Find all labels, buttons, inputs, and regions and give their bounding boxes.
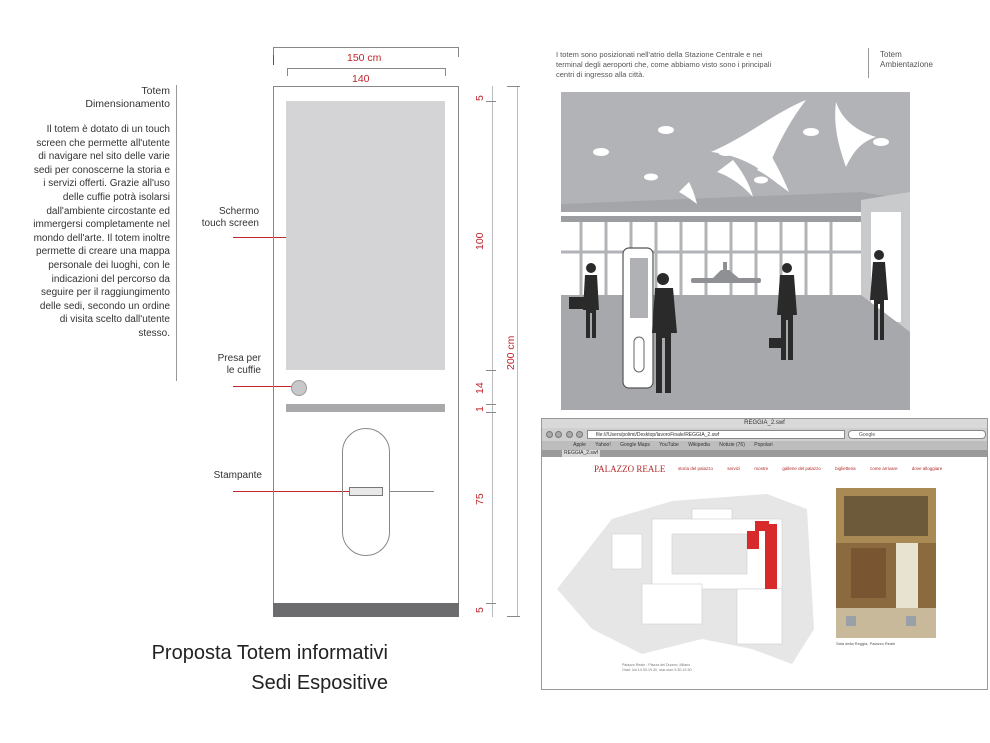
tab-bar	[542, 450, 987, 457]
description-divider	[176, 85, 177, 381]
dim-printer-zone: 75	[474, 493, 486, 505]
bookmark-item[interactable]: Notizie (76)	[719, 442, 745, 448]
printer-leader-line	[233, 491, 363, 492]
bookmark-item[interactable]: Google Maps	[620, 442, 650, 448]
bookmark-item[interactable]: Popolari	[754, 442, 773, 448]
dim-tick-4	[486, 412, 496, 413]
totem-base	[273, 603, 459, 617]
site-nav-item[interactable]: gallerie del palazzo	[782, 466, 821, 471]
dim-tick-3	[486, 404, 496, 405]
site-footer-line-1: Palazzo Reale - Piazza del Duomo, Milano	[622, 663, 691, 667]
dim-outer-tick-right	[458, 47, 459, 57]
printer-callout: Stampante	[213, 470, 262, 481]
bookmark-item[interactable]: YouTube	[659, 442, 679, 448]
site-footer: Palazzo Reale - Piazza del Duomo, Milano…	[622, 663, 692, 673]
ambient-tag-line-1: Totem	[880, 50, 902, 59]
headphones-callout-line-1: Presa per	[217, 353, 261, 364]
dim-outer-width: 150 cm	[347, 52, 382, 64]
headphones-leader-line	[233, 386, 293, 387]
screen-callout-line-2: touch screen	[201, 218, 259, 229]
screen-callout-line-1: Schermo	[218, 206, 259, 217]
site-nav-item[interactable]: servizi	[727, 466, 741, 471]
headphone-jack-icon	[291, 380, 307, 396]
site-nav-item[interactable]: dove alloggiare	[911, 466, 943, 471]
site-logo[interactable]: PALAZZO REALE	[594, 464, 666, 474]
site-footer-line-2: Orari: lun 14.30-19.30, mar-dom 9.30-19.…	[622, 668, 692, 672]
dim-inner-left	[287, 68, 288, 76]
description-heading: Totem Dimensionamento	[30, 85, 170, 111]
heading-line-2: Dimensionamento	[85, 98, 170, 110]
browser-window: REGGIA_2.swf file:///Users/polimi/Deskto…	[541, 418, 988, 690]
dim-outer-left	[273, 47, 274, 55]
screen-callout: Schermo touch screen	[178, 206, 259, 230]
dim-tick-5	[486, 603, 496, 604]
dim-tick-2	[486, 370, 496, 371]
url-field[interactable]: file:///Users/polimi/Desktop/lavoroFinal…	[587, 430, 845, 439]
tab-reggia[interactable]: REGGIA_2.swf	[562, 450, 600, 457]
ambient-intro-text: I totem sono posizionati nell'atrio dell…	[556, 50, 772, 79]
dim-inner-line	[287, 68, 446, 69]
room-photo	[836, 488, 936, 638]
description-text: Il totem è dotato di un touch screen che…	[33, 124, 170, 339]
dim-bar-zone: 1	[474, 406, 486, 412]
dim-vertical-inner	[492, 86, 493, 617]
ambient-tag: Totem Ambientazione	[880, 50, 933, 70]
printer-housing	[342, 428, 390, 556]
dim-inner-width: 140	[352, 73, 370, 85]
dim-screen-height: 100	[474, 232, 486, 250]
site-nav-item[interactable]: biglietteria	[835, 466, 856, 471]
printer-side-line	[390, 491, 434, 492]
ambient-illustration	[561, 92, 910, 410]
dim-top-margin: 5	[474, 95, 486, 101]
station-scene-image	[561, 92, 910, 410]
headphones-callout: Presa per le cuffie	[178, 353, 261, 377]
dim-vertical-outer	[517, 86, 518, 617]
dim-base-zone: 5	[474, 607, 486, 613]
site-nav-item[interactable]: storia del palazzo	[678, 466, 714, 471]
site-navigation: storia del palazzo servizi mostre galler…	[678, 466, 955, 471]
bookmark-item[interactable]: Apple	[573, 442, 586, 448]
bookmarks-bar: Apple Yahoo! Google Maps YouTube Wikiped…	[542, 441, 987, 450]
dim-outer-bottom-tick	[507, 616, 520, 617]
browser-title-bar: REGGIA_2.swf	[542, 419, 987, 428]
dim-outer-tick-left	[273, 55, 274, 65]
dim-outer-line	[273, 47, 459, 48]
heading-line-1: Totem	[141, 85, 170, 97]
separator-bar	[286, 404, 445, 412]
forward-icon[interactable]	[555, 431, 562, 438]
bookmark-item[interactable]: Yahoo!	[595, 442, 611, 448]
dim-jack-zone: 14	[474, 382, 486, 394]
touch-screen	[286, 101, 445, 370]
site-nav-item[interactable]: come arrivare	[869, 466, 898, 471]
bookmark-item[interactable]: Wikipedia	[688, 442, 710, 448]
proposal-title-line-2: Sedi Espositive	[251, 672, 388, 694]
ambient-tag-line-2: Ambientazione	[880, 60, 933, 69]
proposal-title: Proposta Totem informativi Sedi Espositi…	[112, 638, 388, 698]
dim-total-height: 200 cm	[505, 335, 517, 370]
palace-floor-plan[interactable]	[552, 479, 837, 669]
site-nav-item[interactable]: mostre	[754, 466, 769, 471]
dim-inner-right	[445, 68, 446, 76]
description-block: Totem Dimensionamento Il totem è dotato …	[30, 85, 177, 381]
printer-slot	[349, 487, 383, 496]
ambient-divider	[868, 48, 869, 78]
back-icon[interactable]	[546, 431, 553, 438]
proposal-title-line-1: Proposta Totem informativi	[151, 642, 388, 664]
reload-icon[interactable]	[566, 431, 573, 438]
dim-outer-top-tick	[507, 86, 520, 87]
photo-caption: Sala della Reggia, Palazzo Reale	[836, 641, 896, 646]
headphones-callout-line-2: le cuffie	[226, 365, 261, 376]
dim-tick-1	[486, 101, 496, 102]
add-icon[interactable]	[576, 431, 583, 438]
search-field[interactable]: Google	[848, 430, 986, 439]
